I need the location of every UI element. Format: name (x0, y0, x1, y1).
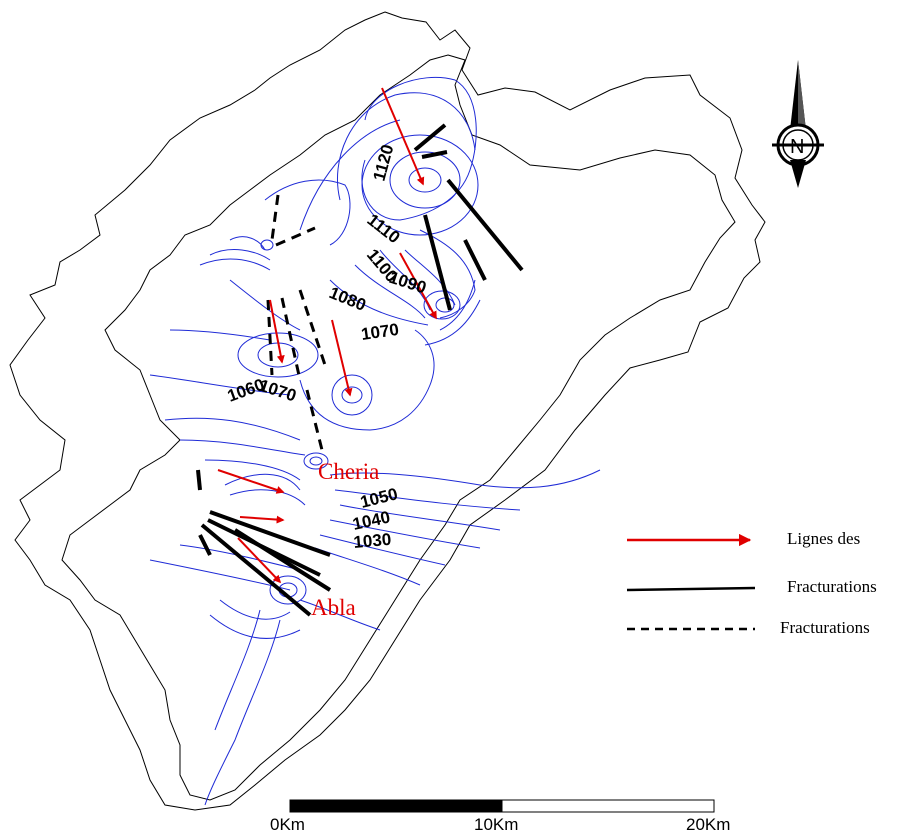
contour-label-1090: 1090 (387, 268, 429, 298)
scale-bar: 0Km 10Km 20Km (270, 799, 730, 834)
flow-arrows (217, 87, 437, 584)
north-arrow-icon: N (772, 60, 824, 188)
contour-label-1080: 1080 (327, 283, 369, 315)
legend-solid-line-symbol (626, 586, 756, 592)
town-label-abla: Abla (311, 595, 356, 620)
legend-label-dashed-fracture: Fracturations (780, 618, 870, 637)
legend-label-solid-fracture: Fracturations (787, 577, 877, 596)
legend-label-flow: Lignes des (787, 529, 860, 548)
scale-label-20: 20Km (686, 815, 730, 834)
contour-label-1060: 1060 (225, 375, 267, 406)
contour-label-1030: 1030 (353, 530, 392, 552)
basin-outer-boundary (9, 11, 766, 811)
basin-inner-boundary (61, 54, 736, 801)
scale-label-10: 10Km (474, 815, 518, 834)
fractures-solid (196, 123, 524, 617)
north-letter: N (790, 136, 804, 158)
contour-label-1110: 1110 (364, 210, 404, 247)
town-label-cheria: Cheria (318, 459, 379, 484)
fractures-dashed (266, 194, 327, 451)
contour-label-1120: 1120 (370, 142, 398, 183)
contour-label-1070-north: 1070 (360, 320, 400, 344)
legend: Lignes des Fracturations Fracturations (626, 529, 877, 637)
contour-label-1050: 1050 (358, 484, 399, 512)
contour-lines (149, 76, 601, 806)
scale-label-0: 0Km (270, 815, 305, 834)
